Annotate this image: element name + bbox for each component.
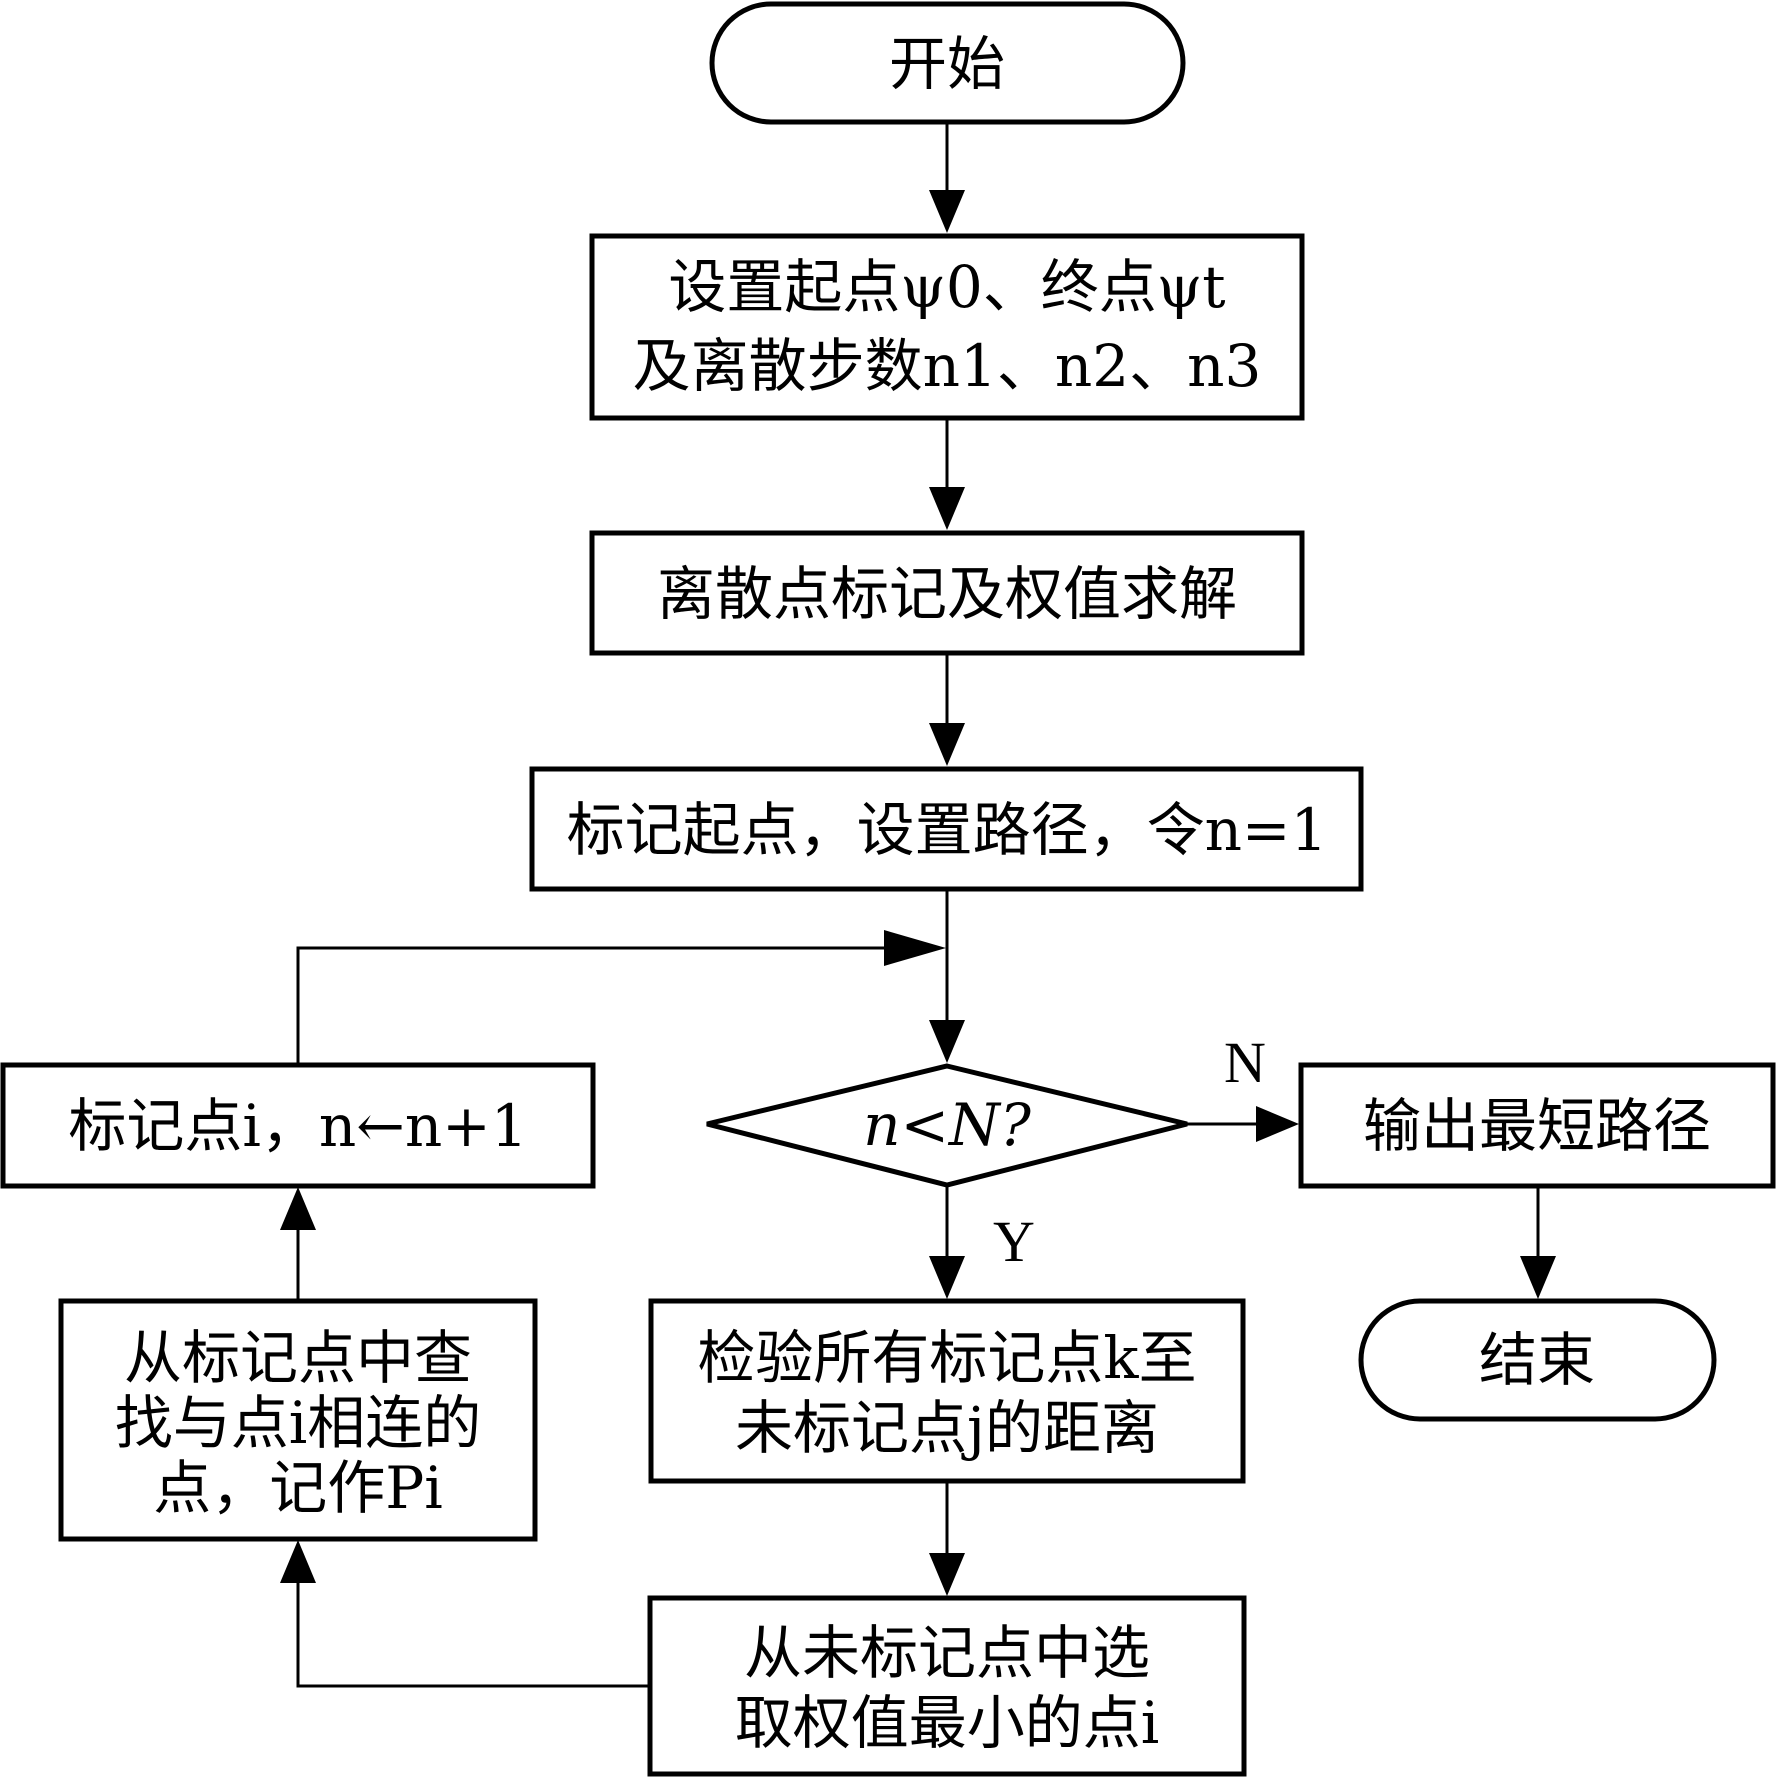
arrowhead-setpath-decision [929,1020,965,1063]
arrowhead-decision-check [929,1256,965,1299]
check-label-line-2: 未标记点j的距离 [735,1394,1159,1462]
no-label: N [1224,1030,1266,1095]
edge-labels: N Y [993,1030,1266,1274]
end-terminal [1358,1298,1717,1422]
mark-box [589,530,1305,656]
init-label-line-1: 设置起点ψ0、终点ψt [668,253,1225,321]
mark-label: 离散点标记及权值求解 [657,560,1237,628]
decision-label: n<N? [863,1091,1032,1159]
check-box [648,1298,1246,1484]
setpath-box [529,766,1364,892]
select-label-line-2: 取权值最小的点i [735,1689,1160,1757]
output-box [1298,1062,1776,1189]
arrowhead-start-init [929,190,965,233]
update-label: 标记点i，n←n+1 [68,1092,527,1160]
output-label: 输出最短路径 [1363,1092,1711,1160]
find-label-line-1: 从标记点中查 [124,1324,472,1392]
init-box [589,233,1305,421]
init-label-line-2: 及离散步数n1、n2、n3 [633,332,1262,400]
arrowhead-find-update [280,1187,316,1230]
edge-update-loop [296,946,905,1065]
find-box [58,1298,538,1542]
decision-diamond [706,1063,1188,1188]
arrowhead-mark-setpath [929,723,965,766]
end-label: 结束 [1479,1326,1595,1394]
select-box [647,1595,1247,1777]
yes-label: Y [993,1209,1035,1274]
arrowhead-decision-output [1256,1106,1299,1142]
start-terminal [709,1,1186,125]
setpath-label: 标记起点，设置路径，令n=1 [567,796,1328,864]
connectors [280,122,1556,1688]
arrowhead-select-find [280,1540,316,1583]
select-label-line-1: 从未标记点中选 [744,1619,1150,1687]
arrowhead-check-select [929,1553,965,1596]
arrowhead-update-loop [884,930,946,966]
arrowhead-output-end [1520,1256,1556,1299]
update-box [0,1062,596,1189]
check-label-line-1: 检验所有标记点k至 [697,1324,1196,1392]
arrowhead-init-mark [929,487,965,530]
node-labels: 开始 设置起点ψ0、终点ψt 及离散步数n1、n2、n3 离散点标记及权值求解 … [68,30,1711,1757]
edge-select-find [296,1560,650,1688]
find-label-line-3: 点，记作Pi [153,1454,443,1522]
find-label-line-2: 找与点i相连的 [115,1389,482,1457]
start-label: 开始 [889,30,1005,98]
